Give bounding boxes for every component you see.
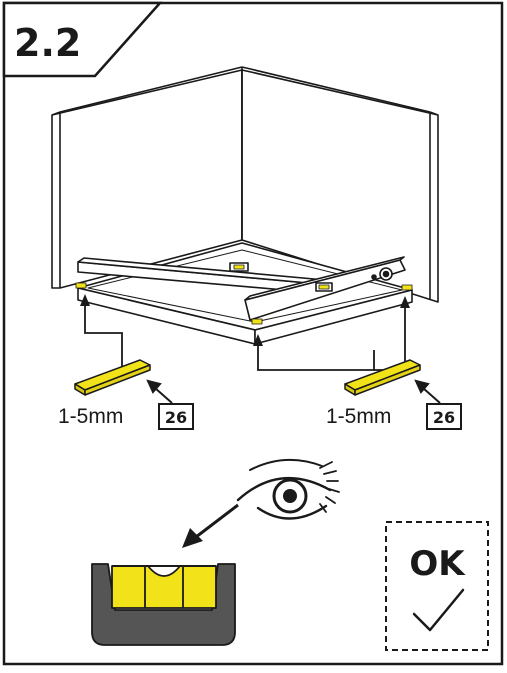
shim-left bbox=[74, 359, 151, 396]
shim-thickness-label: 1-5mm bbox=[58, 405, 123, 428]
shim-marker bbox=[75, 282, 87, 289]
check-icon bbox=[412, 588, 465, 632]
part-number: 26 bbox=[165, 408, 187, 427]
shim-thickness-label: 1-5mm bbox=[326, 405, 391, 428]
ok-label: OK bbox=[409, 544, 466, 584]
view-direction-arrow bbox=[182, 503, 239, 548]
eye-icon bbox=[236, 458, 340, 520]
step-tab bbox=[2, 1, 163, 78]
part-number-box bbox=[158, 403, 194, 430]
part-number-box bbox=[426, 403, 462, 430]
shower-tray-front-right bbox=[254, 289, 413, 345]
arrow-heads bbox=[80, 294, 410, 346]
shim-marker bbox=[401, 284, 413, 291]
bubble-level-closeup bbox=[91, 563, 236, 646]
ok-box bbox=[385, 521, 489, 651]
panel-border bbox=[2, 1, 504, 666]
room-corner-illustration bbox=[51, 66, 439, 345]
shim-right bbox=[344, 359, 421, 396]
spirit-level-right bbox=[244, 256, 406, 321]
step-number: 2.2 bbox=[14, 21, 81, 65]
part-pointer-arrows bbox=[146, 379, 441, 404]
part-number: 26 bbox=[433, 408, 455, 427]
shim-marker bbox=[251, 318, 263, 325]
